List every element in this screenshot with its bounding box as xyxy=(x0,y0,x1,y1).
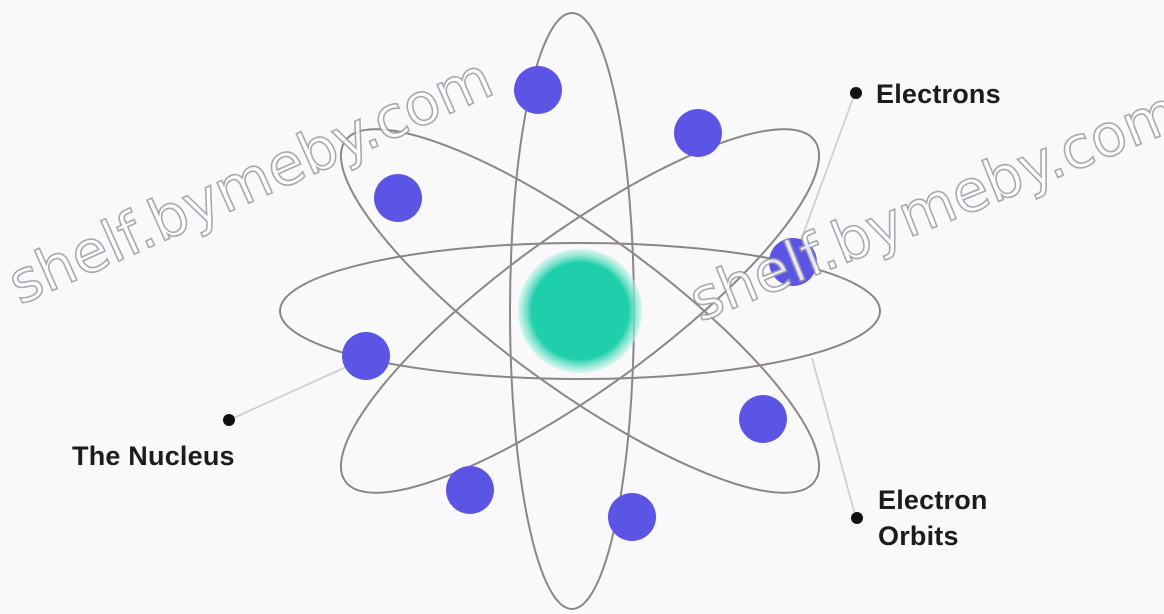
leader-line-orbits xyxy=(812,358,856,518)
watermark-left: shelf.bymeby.com xyxy=(0,43,502,317)
nucleus xyxy=(518,249,642,373)
label-nucleus: The Nucleus xyxy=(72,438,235,474)
label-electron-orbits-line1: Electron xyxy=(878,482,988,518)
leader-dot-nucleus xyxy=(223,414,235,426)
electron xyxy=(608,493,656,541)
electron xyxy=(739,395,787,443)
label-electrons: Electrons xyxy=(876,76,1001,112)
label-electron-orbits-line2: Orbits xyxy=(878,518,988,554)
electron xyxy=(674,109,722,157)
electron xyxy=(342,332,390,380)
electron xyxy=(374,174,422,222)
electron xyxy=(446,466,494,514)
leader-dot-orbits xyxy=(851,512,863,524)
label-electron-orbits: Electron Orbits xyxy=(878,482,988,554)
leader-dot-electrons xyxy=(850,87,862,99)
electron xyxy=(514,66,562,114)
watermark-right: shelf.bymeby.com xyxy=(680,76,1164,335)
